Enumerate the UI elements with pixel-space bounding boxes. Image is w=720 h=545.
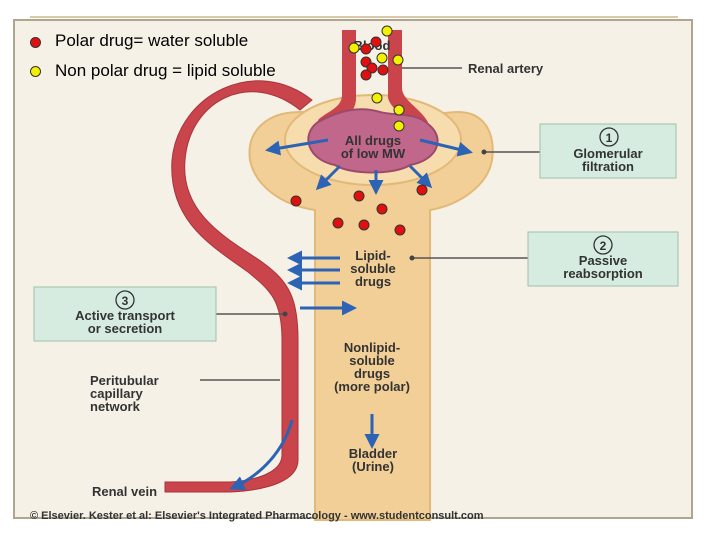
label-all-drugs: All drugs [345,133,401,148]
label-nonlipid-1: Nonlipid- [344,340,400,355]
box1-line1: Glomerular [573,146,642,161]
nonpolar-drug-dot [381,25,393,37]
drug-dots [290,25,428,236]
polar-drug-dot [360,43,372,55]
polar-drug-dot [353,190,365,202]
label-nonlipid-3: drugs [354,366,390,381]
label-renal-artery: Renal artery [468,61,544,76]
peritubular-capillary [164,80,313,493]
nonpolar-drug-dot [371,92,383,104]
box3-number: 3 [122,294,129,308]
glomerulus [307,108,439,174]
label-lipid-1: Lipid- [355,248,390,263]
polar-drug-dot [376,203,388,215]
arrow-filtration-left [265,138,329,156]
box3-line1: Active transport [75,308,175,323]
polar-drug-dot [416,184,428,196]
polar-drug-dot [370,36,382,48]
label-lipid-3: drugs [355,274,391,289]
polar-legend-dot [30,37,41,48]
box2-number: 2 [600,239,607,253]
polar-drug-dot [332,217,344,229]
label-peritubular-3: network [90,399,141,414]
box2-line2: reabsorption [563,266,643,281]
arrow-filtration-right [419,138,473,157]
nonpolar-drug-dot [393,104,405,116]
polar-drug-dot [377,64,389,76]
label-renal-vein: Renal vein [92,484,157,499]
label-lipid-2: soluble [350,261,396,276]
label-bladder: Bladder [349,446,397,461]
box2-line1: Passive [579,253,627,268]
afferent-arteriole [318,30,356,132]
polar-drug-dot [290,195,302,207]
polar-legend-label: Polar drug= water soluble [55,31,249,50]
nonpolar-legend-label: Non polar drug = lipid soluble [55,61,276,80]
callout-box-passive-reabsorption [527,231,679,287]
label-peritubular-2: capillary [90,386,144,401]
nonpolar-drug-dot [393,120,405,132]
polar-drug-dot [394,224,406,236]
box3-line2: or secretion [88,321,162,336]
label-nonlipid-4: (more polar) [334,379,410,394]
flow-arrows [229,138,473,491]
polar-drug-dot [366,62,378,74]
box1-line2: filtration [582,159,634,174]
polar-drug-dot [358,219,370,231]
label-urine: (Urine) [352,459,394,474]
callout-box-glomerular-filtration [539,123,677,179]
label-peritubular-1: Peritubular [90,373,159,388]
polar-drug-dot [360,69,372,81]
callout-box-active-transport [33,286,217,342]
nonpolar-drug-dot [376,52,388,64]
arrow-renal-vein [229,419,294,491]
label-nonlipid-2: soluble [349,353,395,368]
copyright-line: © Elsevier. Kester et al: Elsevier's Int… [30,510,484,522]
nonpolar-drug-dot [348,42,360,54]
label-low-mw: of low MW [341,146,406,161]
box1-number: 1 [606,131,613,145]
nonpolar-drug-dot [392,54,404,66]
leader-lines [200,67,540,381]
nonpolar-legend-dot [30,66,41,77]
